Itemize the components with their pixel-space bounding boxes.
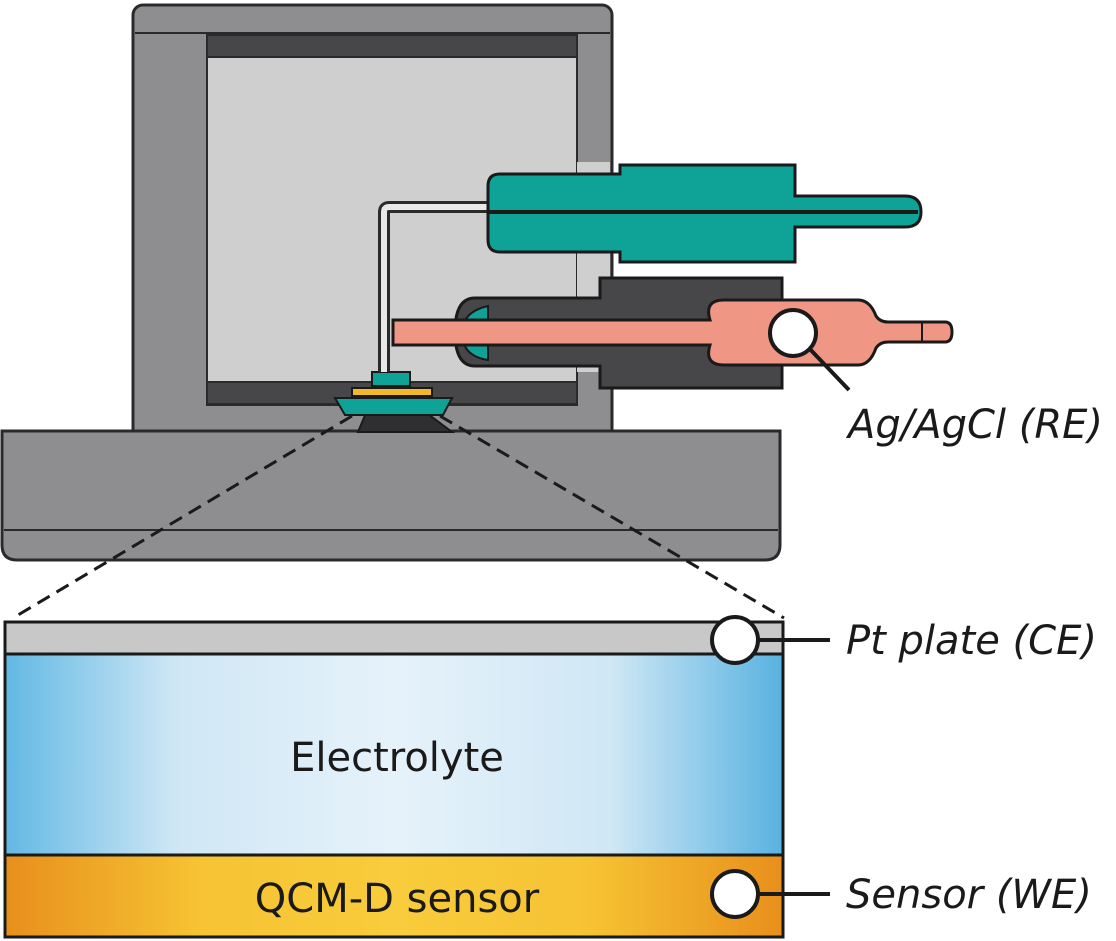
sensor-layer	[3, 853, 785, 939]
zoom-lines	[12, 414, 785, 620]
pt-plate-layer	[3, 620, 785, 656]
re-leader-line	[804, 343, 851, 392]
housing-base	[0, 429, 782, 562]
sensor-teal-cap	[371, 371, 411, 387]
chamber-top-band	[206, 34, 578, 58]
sensor-gold-chip	[351, 387, 433, 397]
re-marker-circle	[768, 308, 818, 358]
sensor-mount	[333, 371, 455, 433]
pt-wire	[378, 201, 497, 372]
teal-connector	[486, 163, 923, 264]
callout-working-electrode: Sensor (WE)	[710, 869, 1092, 919]
callout-counter-electrode: Pt plate (CE)	[710, 615, 1097, 665]
electrolyte-layer	[3, 652, 785, 857]
ce-marker-circle	[710, 615, 760, 665]
callout-reference-electrode: Ag/AgCl (RE)	[768, 308, 1103, 448]
electrolyte-label: Electrolyte	[290, 735, 504, 781]
ce-label: Pt plate (CE)	[846, 618, 1097, 664]
sensor-teal-seat	[333, 397, 454, 416]
we-marker-circle	[710, 869, 760, 919]
re-label: Ag/AgCl (RE)	[845, 402, 1103, 448]
sensor-layer-label: QCM-D sensor	[255, 876, 540, 922]
zoomed-cross-section: Electrolyte QCM-D sensor	[3, 620, 785, 939]
we-label: Sensor (WE)	[846, 872, 1092, 918]
